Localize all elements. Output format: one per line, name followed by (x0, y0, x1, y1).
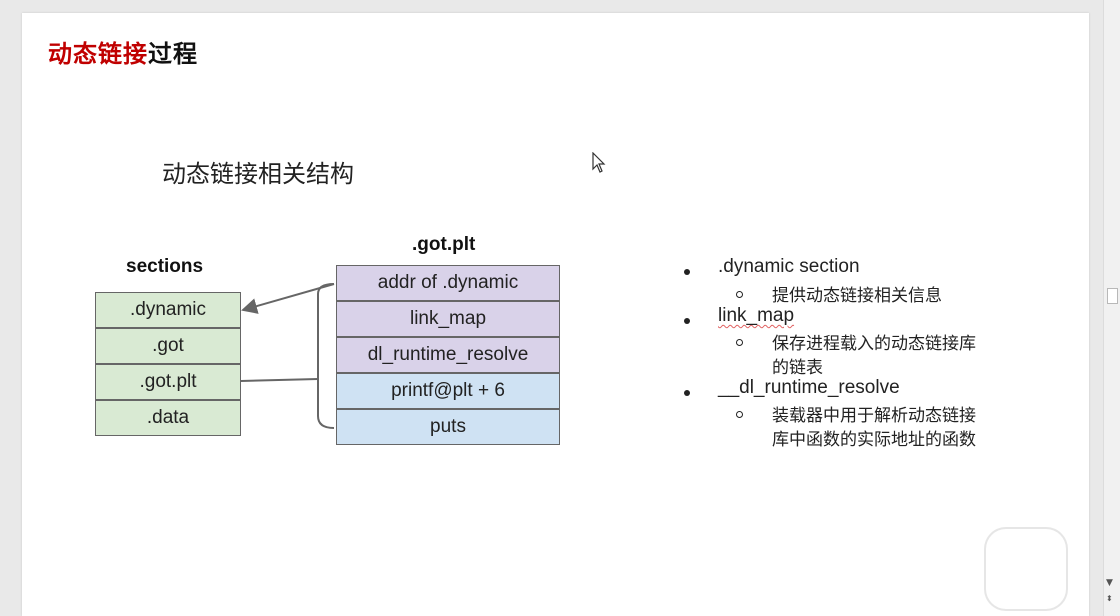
sub-bullet-dynamic-desc: 提供动态链接相关信息 (772, 286, 942, 306)
title-red-part: 动态链接 (48, 39, 148, 68)
bullet-dot (684, 390, 690, 396)
sub-bullet-resolve-desc-1: 装载器中用于解析动态链接 (772, 406, 976, 426)
got-entry-addr-dynamic: addr of .dynamic (336, 265, 560, 301)
scroll-extra-icon[interactable]: ⬍ (1106, 594, 1113, 603)
subheading: 动态链接相关结构 (162, 160, 354, 188)
bullet-link-map: link_map (718, 305, 795, 326)
section-box-got-plt: .got.plt (95, 364, 241, 400)
play-icon (1006, 543, 1046, 587)
bullet-dot (684, 318, 690, 324)
sub-bullet-ring (736, 411, 743, 418)
bullet-dot (684, 269, 690, 275)
section-box-data: .data (95, 400, 241, 436)
sections-title: sections (126, 256, 204, 277)
sub-bullet-link-map-desc-1: 保存进程载入的动态链接库 (772, 334, 976, 354)
got-entry-puts: puts (336, 409, 560, 445)
sub-bullet-resolve-desc-2: 库中函数的实际地址的函数 (772, 430, 976, 450)
chevron-down-icon[interactable]: ▼ (1106, 578, 1113, 588)
title-black-part: 过程 (148, 39, 198, 68)
mouse-pointer-icon (592, 152, 606, 173)
bullet-dl-runtime-resolve: __dl_runtime_resolve (718, 377, 900, 398)
section-box-got: .got (95, 328, 241, 364)
scrollbar-thumb[interactable] (1107, 288, 1118, 304)
sub-bullet-link-map-desc-2: 的链表 (772, 358, 823, 378)
got-entry-printf-plt: printf@plt + 6 (336, 373, 560, 409)
vertical-scrollbar[interactable]: ▼ ⬍ (1103, 0, 1120, 616)
got-entry-dl-runtime-resolve: dl_runtime_resolve (336, 337, 560, 373)
sub-bullet-ring (736, 291, 743, 298)
play-button[interactable] (984, 527, 1068, 611)
page-title: 动态链接过程 (48, 34, 198, 69)
got-entry-link-map: link_map (336, 301, 560, 337)
got-plt-title: .got.plt (412, 234, 476, 255)
bullet-dynamic-section: .dynamic section (718, 256, 860, 277)
sub-bullet-ring (736, 339, 743, 346)
section-box-dynamic: .dynamic (95, 292, 241, 328)
